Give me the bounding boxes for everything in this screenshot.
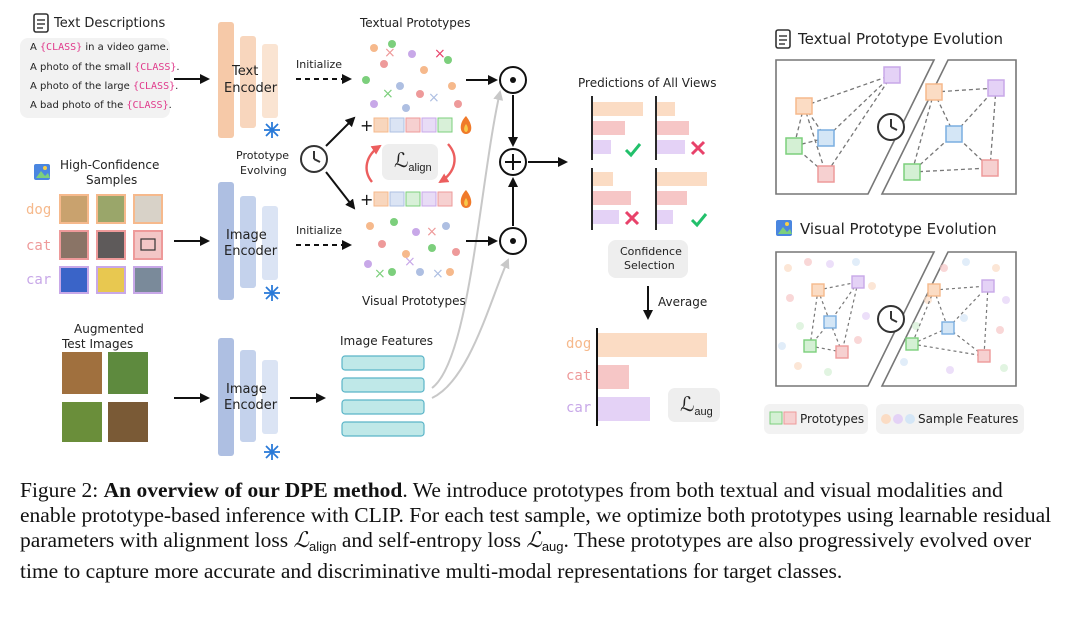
image-icon bbox=[34, 164, 50, 180]
visual-residual-squares: + bbox=[360, 190, 453, 209]
caption-loss-aug: ℒaug bbox=[526, 528, 564, 554]
visual-prototypes-title: Visual Prototypes bbox=[362, 294, 466, 308]
clock-cycle-icon bbox=[300, 145, 328, 173]
caption-bold-title: An overview of our DPE method bbox=[103, 478, 403, 502]
svg-text:×: × bbox=[434, 46, 446, 62]
text-encoder-label-1: Text bbox=[232, 64, 259, 79]
legend-prototypes-label: Prototypes bbox=[800, 412, 865, 426]
textual-prototypes-scatter: × × × × bbox=[362, 40, 462, 112]
caption-text-3: . These prototypes are also progressivel… bbox=[20, 528, 1032, 583]
text-encoder-block bbox=[218, 22, 278, 138]
caption-loss-align: ℒalign bbox=[293, 528, 337, 554]
legend-sample-features-label: Sample Features bbox=[918, 412, 1019, 426]
snowflake-icon bbox=[264, 285, 280, 301]
initialize-label-text: Initialize bbox=[296, 58, 343, 71]
text-descriptions-box bbox=[20, 38, 170, 118]
svg-text:×: × bbox=[384, 45, 396, 61]
template-line-3: A photo of the large {CLASS}. bbox=[30, 81, 179, 92]
svg-text:×: × bbox=[432, 266, 444, 282]
image-feature-stack bbox=[341, 355, 425, 437]
svg-text:×: × bbox=[426, 224, 438, 240]
average-bar-car bbox=[598, 397, 650, 421]
visual-evolution-panel bbox=[775, 251, 1017, 387]
svg-text:×: × bbox=[374, 266, 386, 282]
image-encoder-label-2: Encoder bbox=[224, 244, 278, 259]
caption-text-2: and self-entropy loss bbox=[336, 528, 527, 552]
document-icon bbox=[33, 13, 49, 33]
template-line-2: A photo of the small {CLASS}. bbox=[30, 62, 180, 73]
image-encoder-label-1: Image bbox=[226, 228, 267, 243]
svg-text:×: × bbox=[382, 86, 394, 102]
check-icon bbox=[690, 213, 708, 228]
image-encoder-block-1 bbox=[218, 182, 278, 300]
svg-text:×: × bbox=[428, 90, 440, 106]
augmented-title: Augmented bbox=[74, 322, 144, 336]
image-encoder-label-4: Encoder bbox=[224, 398, 278, 413]
image-encoder-label-3: Image bbox=[226, 382, 267, 397]
prototype-evolving-label-2: Evolving bbox=[240, 164, 287, 177]
confidence-selection-box bbox=[608, 240, 688, 278]
snowflake-icon bbox=[264, 122, 280, 138]
view-prediction-charts bbox=[591, 96, 707, 230]
avg-label-car: car bbox=[566, 400, 592, 416]
check-icon bbox=[624, 143, 642, 158]
text-descriptions-title: Text Descriptions bbox=[54, 16, 166, 31]
visual-prototypes-scatter: × × × × bbox=[364, 218, 460, 282]
initialize-label-image: Initialize bbox=[296, 224, 343, 237]
caption-text-1: . We introduce prototypes from both text… bbox=[20, 478, 1052, 552]
average-bar-cat bbox=[598, 365, 629, 389]
prototype-evolving-label-1: Prototype bbox=[236, 149, 290, 162]
augmented-test-images bbox=[62, 352, 148, 442]
figure-diagram: × × × × + + bbox=[20, 13, 1024, 460]
loss-align-box bbox=[382, 144, 438, 180]
legend-sample-features-box bbox=[876, 404, 1024, 434]
class-label-cat: cat bbox=[26, 238, 52, 254]
sample-thumbnails bbox=[59, 194, 163, 294]
high-confidence-subtitle: Samples bbox=[86, 173, 138, 187]
caption-label: Figure 2: bbox=[20, 478, 99, 502]
image-encoder-block-2 bbox=[218, 338, 278, 456]
predictions-title: Predictions of All Views bbox=[578, 76, 717, 90]
template-line-1: A {CLASS} in a video game. bbox=[30, 42, 170, 53]
visual-evolution-title: Visual Prototype Evolution bbox=[800, 220, 997, 238]
dpe-overview-figure: × × × × + + bbox=[20, 13, 1024, 460]
confidence-selection-label-1: Confidence bbox=[620, 245, 682, 258]
class-label-dog: dog bbox=[26, 202, 52, 218]
text-encoder-label-2: Encoder bbox=[224, 81, 278, 96]
textual-residual-squares: + bbox=[360, 116, 453, 135]
image-icon bbox=[776, 220, 792, 236]
average-bars bbox=[598, 333, 707, 421]
cross-icon bbox=[624, 210, 640, 226]
textual-evolution-panel bbox=[775, 59, 1017, 195]
avg-label-dog: dog bbox=[566, 336, 592, 352]
snowflake-icon bbox=[264, 444, 280, 460]
document-icon bbox=[775, 29, 791, 49]
cross-icon bbox=[690, 140, 706, 156]
average-label: Average bbox=[658, 295, 708, 309]
textual-prototypes-title: Textual Prototypes bbox=[360, 16, 471, 30]
average-bar-dog bbox=[598, 333, 707, 357]
svg-text:+: + bbox=[360, 116, 373, 135]
class-label-car: car bbox=[26, 272, 52, 288]
loss-aug-box bbox=[668, 388, 720, 422]
loss-aug-label: ℒaug bbox=[680, 394, 713, 418]
confidence-selection-label-2: Selection bbox=[624, 259, 675, 272]
image-features-title: Image Features bbox=[340, 334, 433, 348]
augmented-subtitle: Test Images bbox=[62, 337, 134, 351]
svg-text:×: × bbox=[404, 254, 416, 270]
figure-caption: Figure 2: An overview of our DPE method.… bbox=[20, 478, 1060, 584]
fire-icon bbox=[460, 190, 472, 208]
avg-label-cat: cat bbox=[566, 368, 592, 384]
fire-icon bbox=[460, 116, 472, 134]
high-confidence-title: High-Confidence bbox=[60, 158, 160, 172]
template-line-4: A bad photo of the {CLASS}. bbox=[30, 100, 172, 111]
loss-align-label: ℒalign bbox=[394, 150, 432, 174]
textual-evolution-title: Textual Prototype Evolution bbox=[798, 30, 1004, 48]
svg-text:+: + bbox=[360, 190, 373, 209]
